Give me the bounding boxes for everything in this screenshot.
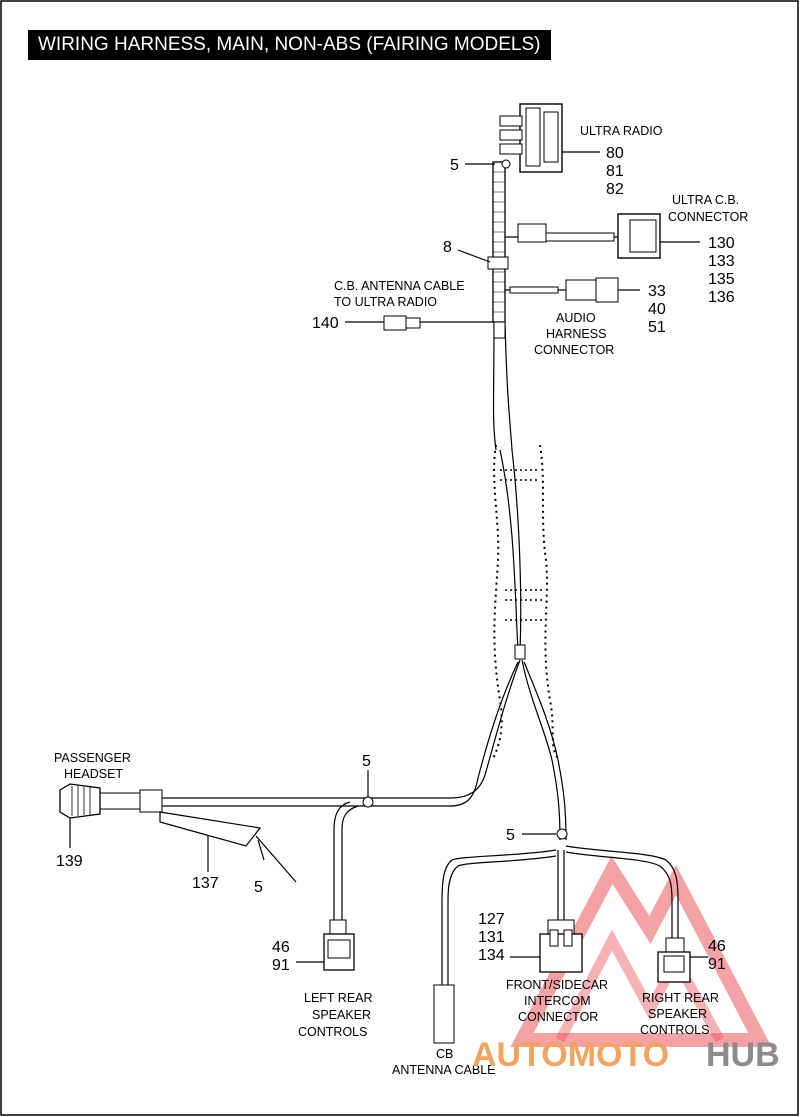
right-rear-label-line-1: RIGHT REAR (642, 991, 719, 1005)
ultra-radio-connector (499, 103, 600, 173)
ultra-cb-label-line-2: CONNECTOR (668, 210, 748, 224)
ultra-radio-ref-1: 80 (606, 145, 624, 162)
intercom-ref-1: 127 (478, 911, 505, 928)
audio-harness-branch (505, 277, 640, 303)
passenger-headset-label-line-1: PASSENGER (54, 751, 131, 765)
cb-antenna-radio-ref: 140 (312, 315, 339, 332)
audio-harness-label-line-3: CONNECTOR (534, 343, 614, 357)
left-rear-label-line-1: LEFT REAR (304, 991, 373, 1005)
right-rear-ref-1: 46 (708, 938, 726, 955)
sleeve-clip-ref: 5 (254, 879, 263, 896)
passenger-headset-ref: 139 (56, 853, 83, 870)
cb-antenna-radio-branch (345, 315, 494, 331)
cb-antenna-radio-label-line-2: TO ULTRA RADIO (334, 295, 437, 309)
watermark-text-primary: AUTOMOTO (472, 1036, 669, 1074)
sleeve-ref-137: 137 (192, 875, 219, 892)
main-trunk-middle (477, 321, 561, 779)
left-rear-label-line-2: SPEAKER (312, 1008, 371, 1022)
left-clip-ref: 5 (362, 753, 371, 770)
intercom-ref-3: 134 (478, 947, 505, 964)
passenger-headset-label-line-2: HEADSET (64, 767, 123, 781)
ultra-cb-ref-4: 136 (708, 289, 735, 306)
audio-harness-ref-1: 33 (648, 283, 666, 300)
intercom-label-line-1: FRONT/SIDECAR (506, 978, 608, 992)
ultra-radio-clip-ref: 5 (450, 157, 459, 174)
right-rear-label-line-3: CONTROLS (640, 1023, 709, 1037)
ultra-radio-label: ULTRA RADIO (580, 124, 663, 138)
ultra-cb-label-line-1: ULTRA C.B. (672, 193, 739, 207)
ultra-cb-ref-3: 135 (708, 271, 735, 288)
audio-harness-label-line-2: HARNESS (546, 327, 606, 341)
intercom-ref-2: 131 (478, 929, 505, 946)
ultra-cb-ref-2: 133 (708, 253, 735, 270)
cb-antenna-radio-label-line-1: C.B. ANTENNA CABLE (334, 279, 465, 293)
audio-harness-label-line-1: AUDIO (556, 311, 596, 325)
ultra-cb-ref-1: 130 (708, 235, 735, 252)
watermark-logo (510, 856, 772, 1047)
ultra-cb-branch (505, 213, 700, 259)
left-rear-label-line-3: CONTROLS (298, 1025, 367, 1039)
right-branch (433, 759, 708, 1044)
left-branch (59, 770, 486, 971)
left-rear-ref-1: 46 (272, 939, 290, 956)
cb-antenna-label-line-2: ANTENNA CABLE (392, 1063, 496, 1077)
cb-antenna-label-line-1: CB (436, 1047, 453, 1061)
watermark-text-secondary: HUB (706, 1036, 780, 1074)
clip-8-ref: 8 (443, 239, 452, 256)
ultra-radio-ref-2: 81 (606, 163, 624, 180)
audio-harness-ref-2: 40 (648, 301, 666, 318)
ultra-radio-ref-3: 82 (606, 181, 624, 198)
right-clip-ref: 5 (506, 827, 515, 844)
right-rear-label-line-2: SPEAKER (648, 1007, 707, 1021)
diagram-title: WIRING HARNESS, MAIN, NON-ABS (FAIRING M… (28, 30, 551, 60)
intercom-label-line-2: INTERCOM (524, 994, 591, 1008)
left-rear-ref-2: 91 (272, 957, 290, 974)
audio-harness-ref-3: 51 (648, 319, 666, 336)
main-trunk-upper (457, 159, 511, 323)
intercom-label-line-3: CONNECTOR (518, 1010, 598, 1024)
right-rear-ref-2: 91 (708, 956, 726, 973)
